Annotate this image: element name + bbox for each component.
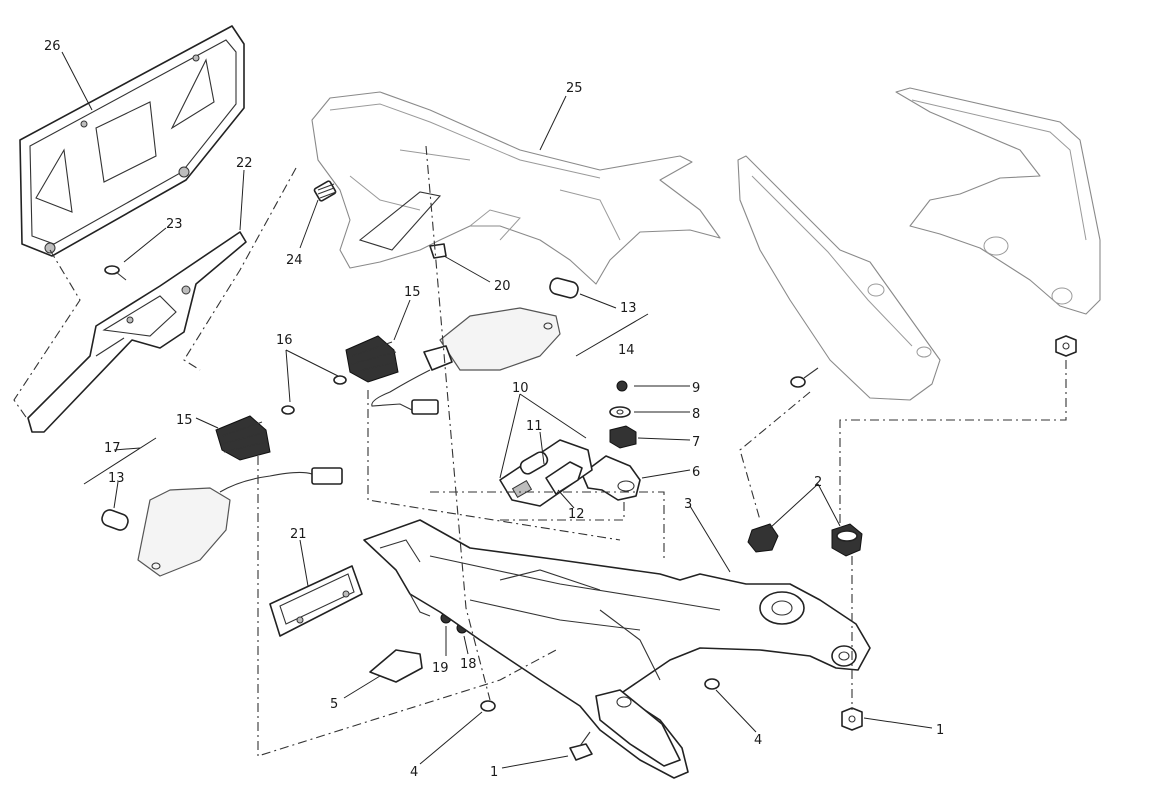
callout-17: 17	[104, 441, 121, 456]
bolt-4-right	[704, 678, 720, 690]
callout-21: 21	[290, 527, 307, 542]
rear-subframe-3	[363, 519, 871, 779]
callout-16: 16	[276, 333, 293, 348]
callout-8: 8	[692, 407, 700, 422]
callout-26: 26	[44, 39, 61, 54]
license-plate-holder	[19, 25, 245, 257]
side-panel-left	[737, 155, 941, 401]
callout-2: 2	[814, 475, 822, 490]
lamp-housing-11	[499, 439, 593, 507]
grommet-2-left	[747, 523, 779, 553]
callout-13-right: 13	[620, 301, 637, 316]
callout-7: 7	[692, 435, 700, 450]
screw-16-a	[333, 375, 347, 385]
callout-24: 24	[286, 253, 303, 268]
tail-fairing	[311, 91, 721, 285]
plate-bracket-arm	[27, 231, 247, 433]
callout-12: 12	[568, 507, 585, 522]
grommet-2-right	[831, 523, 863, 557]
callout-18: 18	[460, 657, 477, 672]
grommet-15-right	[345, 335, 399, 383]
bulb-13-right	[549, 277, 579, 299]
bolt-4-center	[480, 700, 496, 712]
screw-panel	[790, 367, 819, 388]
callout-14: 14	[618, 343, 635, 358]
callout-1-right: 1	[936, 723, 944, 738]
bar-17	[83, 437, 157, 485]
turn-signal-left	[137, 467, 343, 577]
callout-6: 6	[692, 465, 700, 480]
side-panel-right	[895, 87, 1101, 315]
callout-4-center: 4	[410, 765, 418, 780]
callout-22: 22	[236, 156, 253, 171]
callout-3: 3	[684, 497, 692, 512]
bar-14	[575, 313, 649, 357]
callout-5: 5	[330, 697, 338, 712]
callout-13-left: 13	[108, 471, 125, 486]
callout-19: 19	[432, 661, 449, 676]
callout-11: 11	[526, 419, 543, 434]
lamp-cover-12	[545, 461, 583, 495]
grommet-7	[609, 425, 637, 449]
nut-upper-right	[1055, 335, 1077, 357]
assembly-lines	[13, 145, 1067, 757]
callout-15-right: 15	[404, 285, 421, 300]
callout-4-right: 4	[754, 733, 762, 748]
bulb-13-left	[101, 509, 129, 531]
leader-lines	[61, 51, 933, 769]
screw-9	[616, 380, 628, 392]
screw-23	[104, 265, 127, 281]
callout-20: 20	[494, 279, 511, 294]
nut-1-right	[841, 707, 863, 731]
clip-24	[313, 180, 337, 202]
bolt-1-bottom	[569, 731, 593, 761]
washer-8	[609, 406, 631, 418]
callout-15-left: 15	[176, 413, 193, 428]
callout-9: 9	[692, 381, 700, 396]
callout-23: 23	[166, 217, 183, 232]
plate-lens-21	[269, 565, 363, 637]
turn-signal-right	[371, 307, 561, 415]
callout-1-bottom: 1	[490, 765, 498, 780]
clip-20	[429, 243, 447, 259]
screw-16-b	[281, 405, 295, 415]
callout-10: 10	[512, 381, 529, 396]
callout-labels: 26 22 23 24 25 20 13 14 15 16 15 17 13 9…	[44, 39, 944, 780]
callout-25: 25	[566, 81, 583, 96]
cover-5	[369, 649, 423, 683]
bracket-6	[581, 455, 641, 501]
grommet-15-left	[215, 415, 271, 461]
